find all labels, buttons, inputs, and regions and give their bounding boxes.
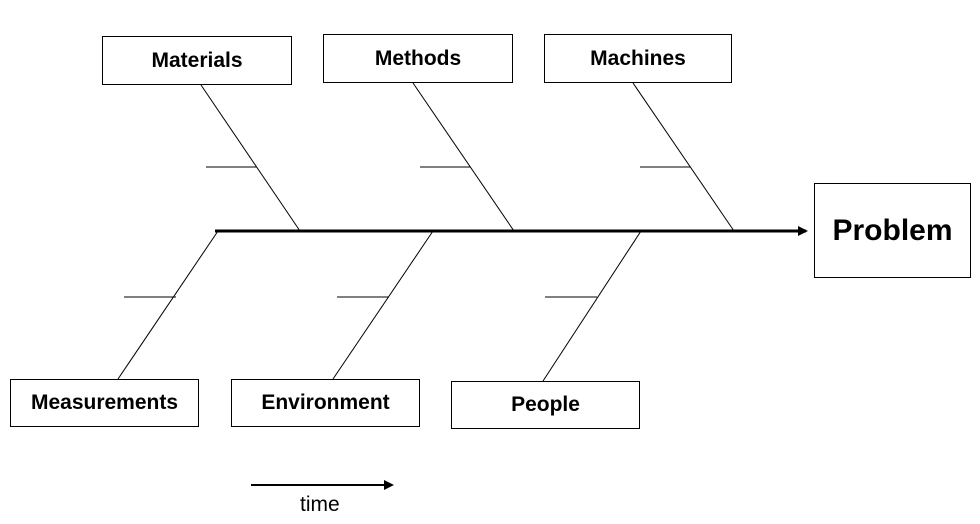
category-box-environment: Environment	[231, 379, 420, 427]
bone-materials	[200, 84, 301, 232]
category-box-people: People	[451, 381, 640, 429]
category-box-machines: Machines	[544, 34, 732, 83]
bone-measurements	[117, 230, 219, 380]
category-label-machines: Machines	[590, 46, 686, 70]
category-box-measurements: Measurements	[10, 379, 199, 427]
problem-box: Problem	[814, 183, 971, 278]
time-label: time	[300, 493, 340, 516]
category-label-methods: Methods	[374, 46, 462, 70]
problem-label: Problem	[832, 213, 953, 247]
bone-machines	[632, 82, 735, 232]
bone-methods	[412, 82, 515, 232]
category-box-methods: Methods	[323, 34, 513, 83]
category-label-measurements: Measurements	[30, 391, 179, 414]
category-box-materials: Materials	[102, 36, 292, 85]
bone-environment	[332, 230, 434, 380]
category-label-people: People	[511, 393, 580, 416]
bone-people	[542, 230, 642, 382]
category-label-materials: Materials	[151, 48, 243, 72]
category-label-environment: Environment	[261, 391, 390, 414]
